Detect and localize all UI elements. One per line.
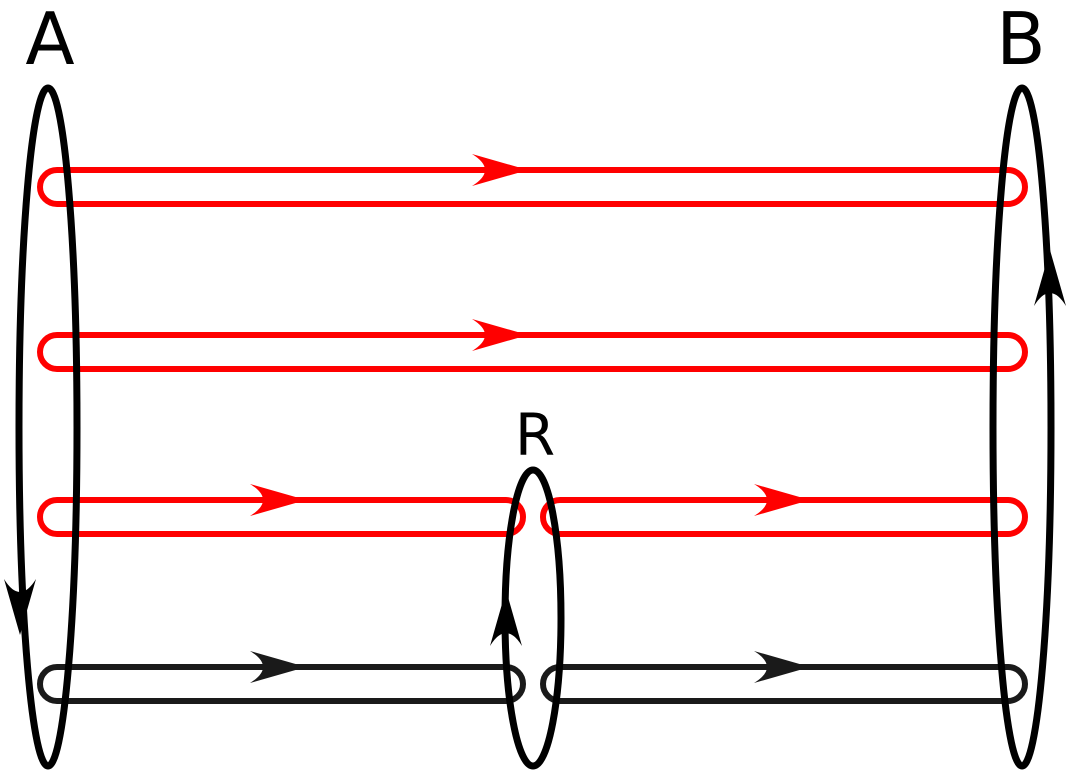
loop-b xyxy=(989,84,1055,770)
label-b: B xyxy=(996,0,1045,81)
arrow-right-icon xyxy=(754,484,810,516)
label-r: R xyxy=(515,401,555,469)
red-loop-row2 xyxy=(37,332,1028,372)
arrow-right-icon xyxy=(472,154,528,186)
arrow-up-icon xyxy=(1034,250,1066,306)
arrow-right-icon xyxy=(472,319,528,351)
arrow-down-icon xyxy=(4,579,36,635)
black-loops xyxy=(15,84,1055,770)
arrow-right-icon xyxy=(754,651,810,683)
loop-a xyxy=(15,84,81,770)
red-loops xyxy=(37,167,1028,537)
arrowheads xyxy=(4,154,1066,683)
arrow-right-icon xyxy=(250,484,306,516)
dark-loops xyxy=(37,664,1028,704)
label-a: A xyxy=(25,0,74,81)
arrow-right-icon xyxy=(250,651,306,683)
red-loop-row1 xyxy=(37,167,1028,207)
arrow-up-icon xyxy=(490,590,522,646)
